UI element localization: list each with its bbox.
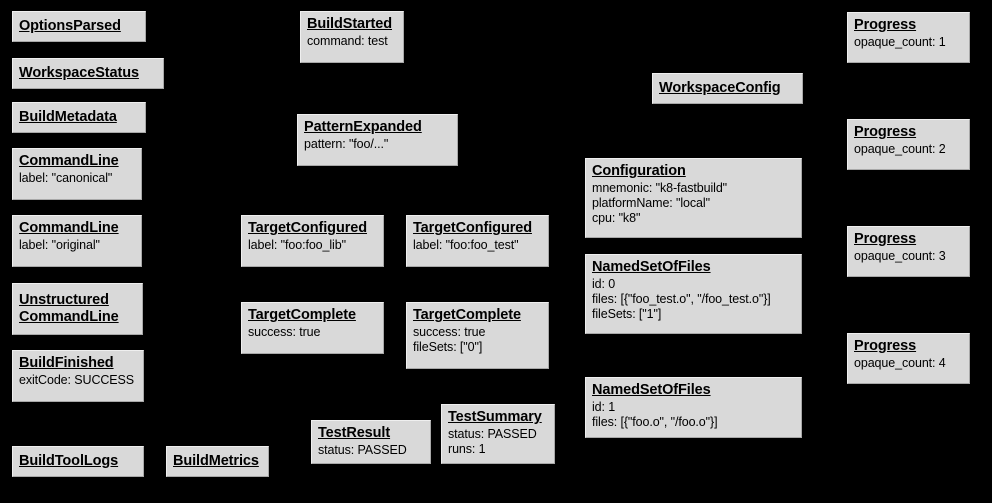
event-node-field: runs: 1	[448, 442, 486, 456]
event-node-field: opaque_count: 2	[854, 142, 946, 156]
event-node-field: status: PASSED	[448, 427, 537, 441]
event-node-fields: label: "foo:foo_test"	[413, 238, 542, 253]
event-node-fields: mnemonic: "k8-fastbuild"platformName: "l…	[592, 181, 795, 226]
event-node-fields: success: true	[248, 325, 377, 340]
event-node-field: fileSets: ["1"]	[592, 307, 662, 321]
event-node-fields: label: "foo:foo_lib"	[248, 238, 377, 253]
event-node-fields: opaque_count: 2	[854, 142, 963, 157]
event-node-field: cpu: "k8"	[592, 211, 641, 225]
event-node-options-parsed[interactable]: OptionsParsed	[12, 11, 146, 42]
event-node-field: platformName: "local"	[592, 196, 710, 210]
event-node-field: files: [{"foo.o", "/foo.o"}]	[592, 415, 718, 429]
event-node-field: label: "foo:foo_lib"	[248, 238, 346, 252]
event-node-title: PatternExpanded	[304, 119, 422, 135]
event-node-field: opaque_count: 4	[854, 356, 946, 370]
event-node-target-configured-foo-test[interactable]: TargetConfigured label: "foo:foo_test"	[406, 215, 549, 267]
event-node-unstructured-command-line[interactable]: Unstructured CommandLine	[12, 283, 143, 335]
event-node-build-started[interactable]: BuildStarted command: test	[300, 11, 404, 63]
event-node-pattern-expanded[interactable]: PatternExpanded pattern: "foo/..."	[297, 114, 458, 166]
event-node-title: TestResult	[318, 425, 391, 441]
event-node-build-tool-logs[interactable]: BuildToolLogs	[12, 446, 144, 477]
event-node-title: CommandLine	[19, 220, 119, 236]
event-node-title: TestSummary	[448, 409, 542, 425]
event-node-field: fileSets: ["0"]	[413, 340, 483, 354]
event-node-title: NamedSetOfFiles	[592, 259, 711, 275]
event-node-fields: label: "original"	[19, 238, 135, 253]
event-node-title: Progress	[854, 231, 917, 247]
event-node-build-metadata[interactable]: BuildMetadata	[12, 102, 146, 133]
event-node-title: WorkspaceStatus	[19, 64, 139, 81]
event-node-fields: opaque_count: 3	[854, 249, 963, 264]
event-node-progress-3[interactable]: Progress opaque_count: 3	[847, 226, 970, 277]
event-node-field: success: true	[413, 325, 486, 339]
event-node-field: opaque_count: 3	[854, 249, 946, 263]
event-node-workspace-status[interactable]: WorkspaceStatus	[12, 58, 164, 89]
event-node-field: opaque_count: 1	[854, 35, 946, 49]
event-node-title: WorkspaceConfig	[659, 79, 781, 96]
event-node-field: pattern: "foo/..."	[304, 137, 389, 151]
event-node-progress-4[interactable]: Progress opaque_count: 4	[847, 333, 970, 384]
event-node-title: TargetComplete	[248, 307, 356, 323]
event-node-title: TargetConfigured	[413, 220, 532, 236]
event-node-title: BuildStarted	[307, 16, 393, 32]
event-node-fields: opaque_count: 4	[854, 356, 963, 371]
event-node-field: label: "foo:foo_test"	[413, 238, 519, 252]
event-node-configuration[interactable]: Configuration mnemonic: "k8-fastbuild"pla…	[585, 158, 802, 238]
event-node-build-metrics[interactable]: BuildMetrics	[166, 446, 269, 477]
event-node-target-configured-foo-lib[interactable]: TargetConfigured label: "foo:foo_lib"	[241, 215, 384, 267]
event-node-field: status: PASSED	[318, 443, 407, 457]
event-node-title: Configuration	[592, 163, 686, 179]
event-node-fields: label: "canonical"	[19, 171, 135, 186]
event-node-target-complete-lib[interactable]: TargetComplete success: true	[241, 302, 384, 354]
event-node-fields: status: PASSED	[318, 443, 424, 458]
event-node-test-result[interactable]: TestResult status: PASSED	[311, 420, 431, 464]
event-node-title: OptionsParsed	[19, 17, 121, 34]
event-node-field: label: "original"	[19, 238, 100, 252]
event-node-fields: pattern: "foo/..."	[304, 137, 451, 152]
event-node-fields: exitCode: SUCCESS	[19, 373, 137, 388]
event-node-command-line-canonical[interactable]: CommandLine label: "canonical"	[12, 148, 142, 200]
event-node-title: Progress	[854, 338, 917, 354]
event-node-title: BuildFinished	[19, 355, 114, 371]
event-node-progress-1[interactable]: Progress opaque_count: 1	[847, 12, 970, 63]
event-node-command-line-original[interactable]: CommandLine label: "original"	[12, 215, 142, 267]
event-node-title: Progress	[854, 17, 917, 33]
event-node-title: BuildMetadata	[19, 108, 117, 125]
event-node-title: Progress	[854, 124, 917, 140]
event-node-title: TargetConfigured	[248, 220, 367, 236]
event-node-title: TargetComplete	[413, 307, 521, 323]
event-node-title: BuildToolLogs	[19, 452, 119, 469]
event-node-progress-2[interactable]: Progress opaque_count: 2	[847, 119, 970, 170]
event-node-field: files: [{"foo_test.o", "/foo_test.o"}]	[592, 292, 771, 306]
event-node-field: exitCode: SUCCESS	[19, 373, 135, 387]
event-node-title: BuildMetrics	[173, 452, 259, 469]
event-node-title: CommandLine	[19, 153, 119, 169]
event-node-field: label: "canonical"	[19, 171, 113, 185]
event-node-fields: opaque_count: 1	[854, 35, 963, 50]
event-node-field: command: test	[307, 34, 388, 48]
event-node-title: NamedSetOfFiles	[592, 382, 711, 398]
event-node-title: Unstructured CommandLine	[19, 291, 119, 325]
event-node-field: mnemonic: "k8-fastbuild"	[592, 181, 728, 195]
event-node-workspace-config[interactable]: WorkspaceConfig	[652, 73, 803, 104]
event-node-field: success: true	[248, 325, 321, 339]
event-node-field: id: 0	[592, 277, 616, 291]
event-node-field: id: 1	[592, 400, 616, 414]
event-node-build-finished[interactable]: BuildFinished exitCode: SUCCESS	[12, 350, 144, 402]
event-node-fields: command: test	[307, 34, 397, 49]
